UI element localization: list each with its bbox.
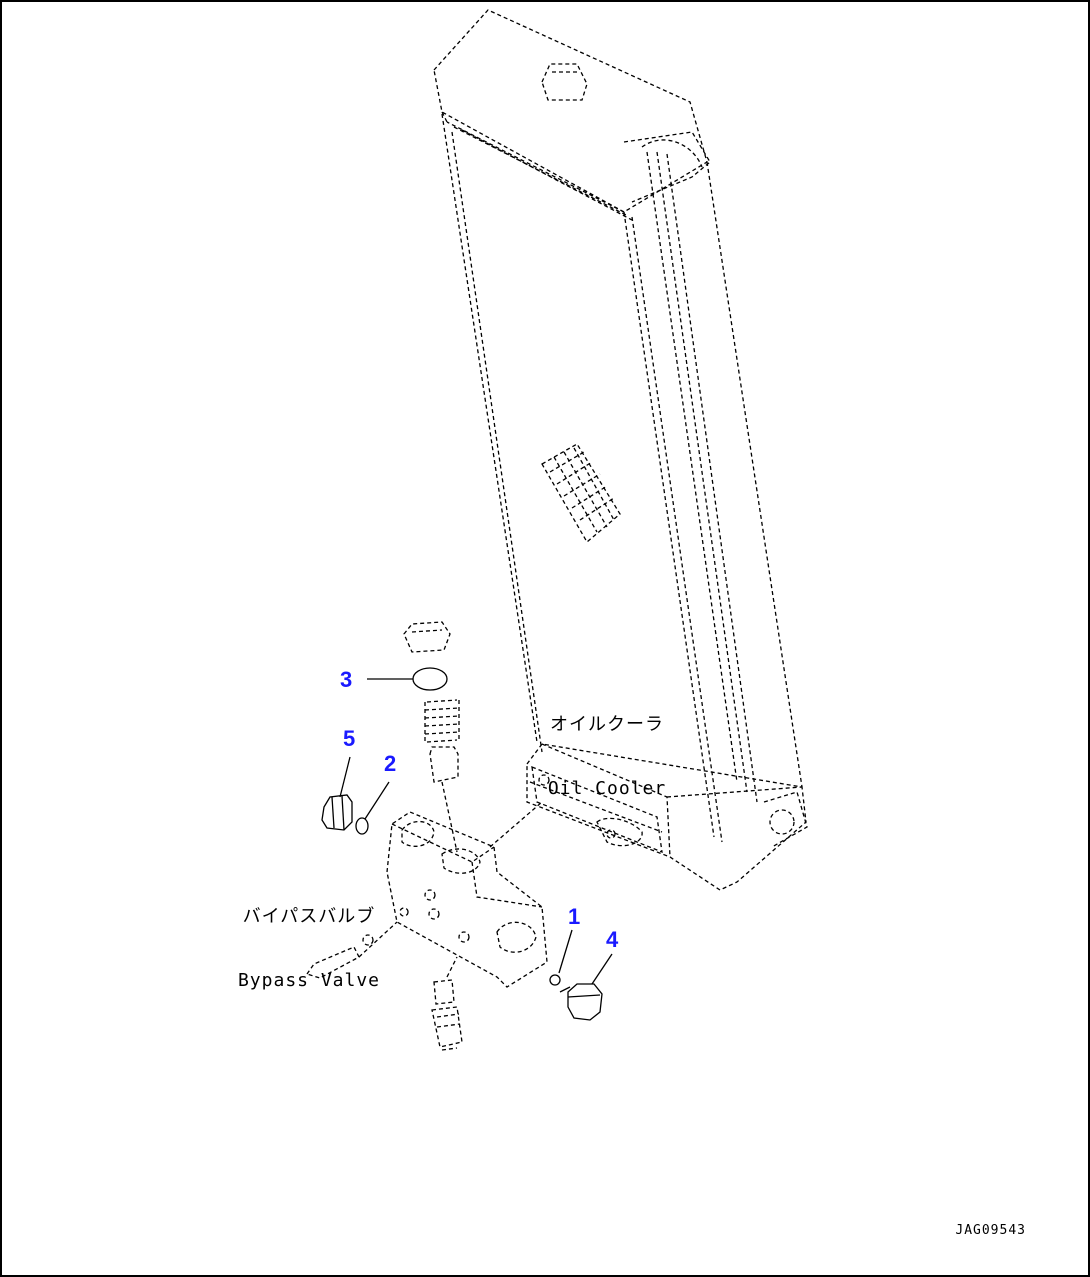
callout-5[interactable]: 5 [343,726,356,751]
callout-1[interactable]: 1 [568,904,581,929]
bypass-valve-label-en: Bypass Valve [237,970,381,991]
orifice-1-shape [549,974,561,986]
plug-4-drawing [559,983,603,1021]
leader-lines [339,678,613,985]
o-ring-3-shape [412,667,448,691]
oil-cooler-drawing [433,9,808,891]
lower-fitting-drawing [431,956,463,1051]
oil-cooler-label: オイルクーラ Oil Cooler [547,668,667,841]
bolt-drawing [305,921,398,979]
valve-internals-drawing [403,621,460,853]
callout-3[interactable]: 3 [340,667,353,692]
bypass-valve-label-jp: バイパスバルブ [242,906,376,927]
callout-2[interactable]: 2 [384,751,397,776]
oil-cooler-label-jp: オイルクーラ [550,714,664,735]
oil-cooler-label-en: Oil Cooler [547,778,667,799]
bypass-valve-label: バイパスバルブ Bypass Valve [234,860,384,1033]
callout-4[interactable]: 4 [606,927,619,952]
bypass-valve-drawing [386,801,548,988]
plug-5-drawing [321,794,369,835]
drawing-code: JAG09543 [955,1223,1026,1238]
